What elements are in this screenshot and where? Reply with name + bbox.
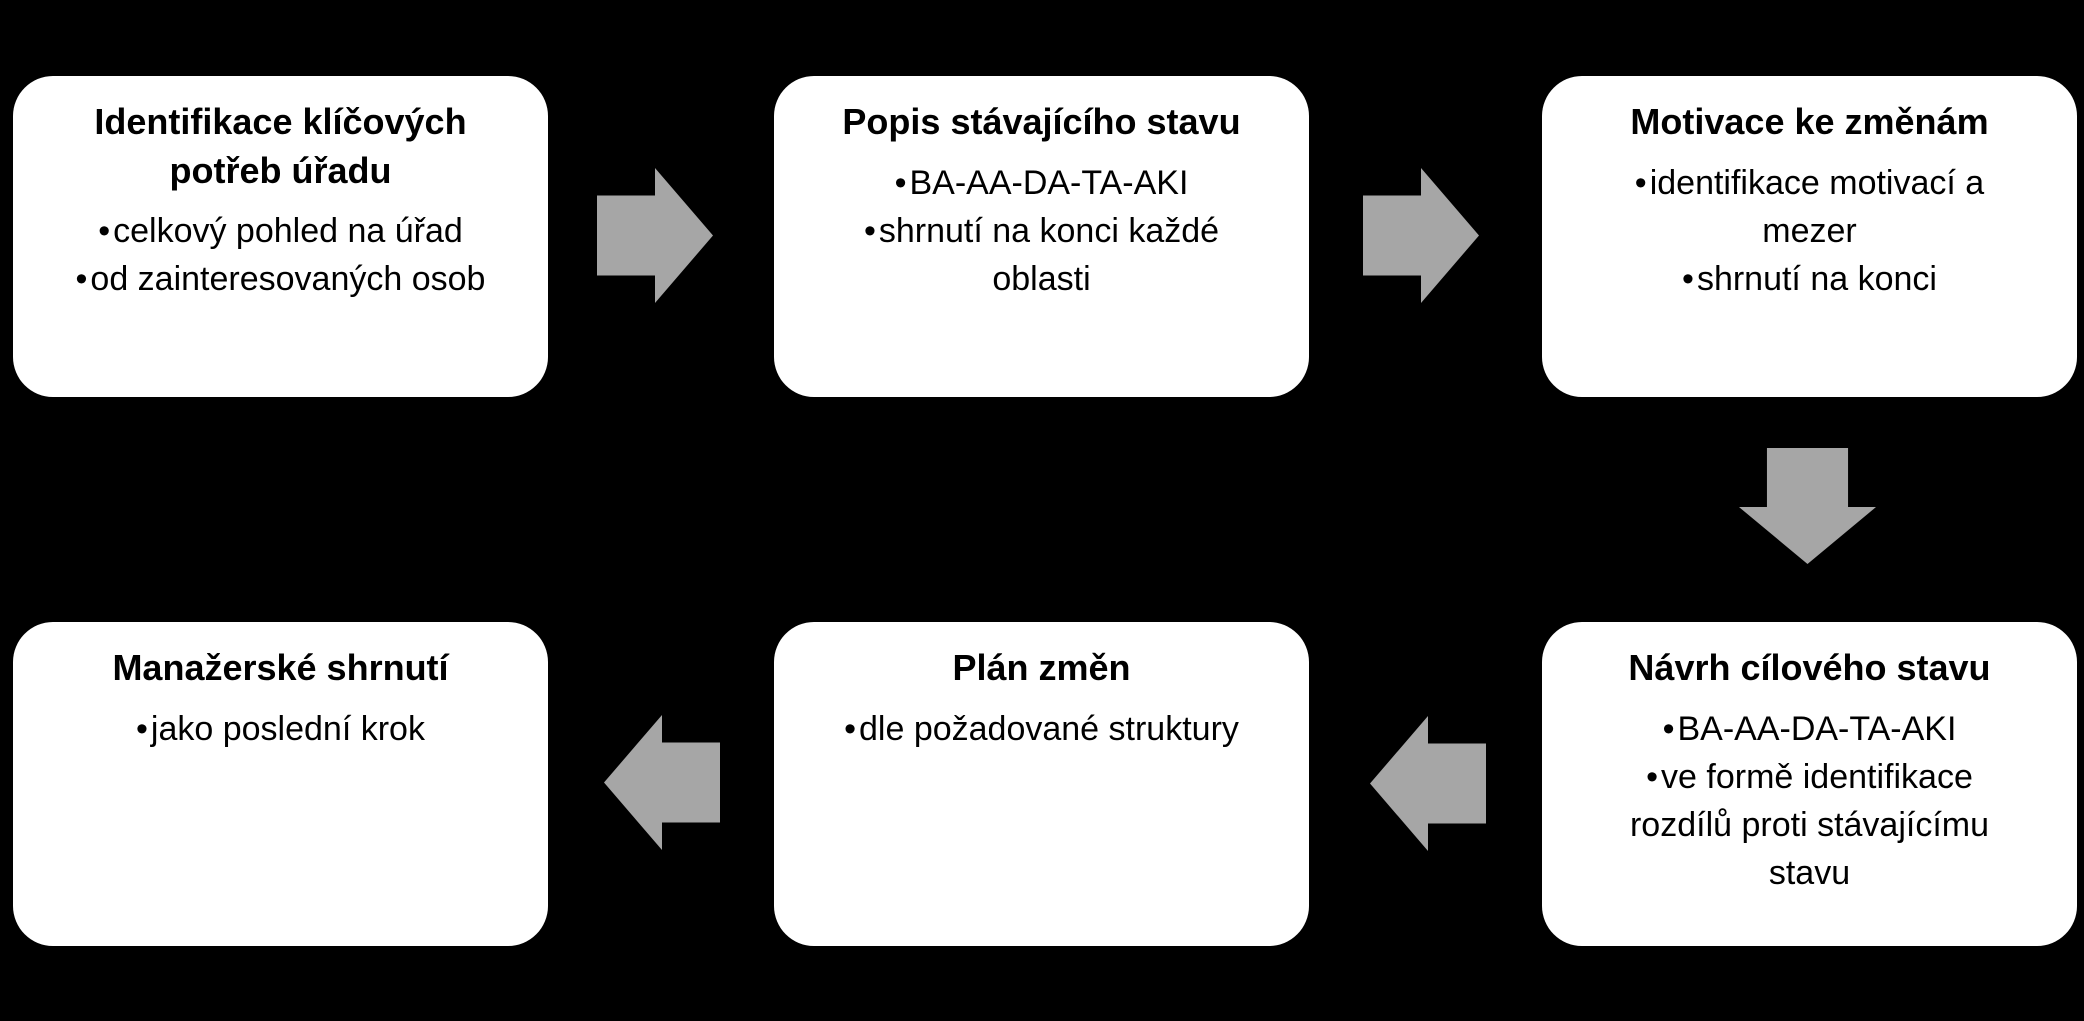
bullet-text: ve formě identifikace rozdílů proti stáv… bbox=[1629, 757, 1990, 893]
bullet-list: •dle požadované struktury bbox=[802, 705, 1281, 753]
left-arrow-step4-to-step5-icon bbox=[1370, 716, 1486, 851]
bullet-marker: • bbox=[1662, 709, 1675, 748]
bullet-text: identifikace motivací a mezer bbox=[1649, 163, 1985, 250]
bullet-item: •shrnutí na konci každé oblasti bbox=[802, 207, 1281, 304]
step-title: Popis stávajícího stavu bbox=[842, 101, 1241, 142]
bullet-marker: • bbox=[75, 260, 88, 299]
bullet-list: •identifikace motivací a mezer •shrnutí … bbox=[1570, 159, 2049, 304]
bullet-marker: • bbox=[1646, 757, 1659, 796]
bullet-list: •BA-AA-DA-TA-AKI •ve formě identifikace … bbox=[1570, 705, 2049, 898]
bullet-item: •BA-AA-DA-TA-AKI bbox=[1570, 705, 2049, 753]
bullet-marker: • bbox=[1634, 163, 1647, 202]
step-box-popis-stavajiciho-stavu: Popis stávajícího stavu •BA-AA-DA-TA-AKI… bbox=[774, 76, 1309, 397]
step-title: Manažerské shrnutí bbox=[112, 647, 449, 688]
bullet-marker: • bbox=[844, 709, 856, 748]
bullet-marker: • bbox=[98, 212, 111, 251]
bullet-list: •celkový pohled na úřad •od zainteresova… bbox=[41, 207, 520, 304]
left-arrow-step5-to-step6-icon bbox=[604, 715, 720, 850]
step-box-manazerske-shrnuti: Manažerské shrnutí •jako poslední krok bbox=[13, 622, 548, 946]
bullet-marker: • bbox=[1682, 260, 1694, 299]
step-box-navrh-ciloveho-stavu: Návrh cílového stavu •BA-AA-DA-TA-AKI •v… bbox=[1542, 622, 2077, 946]
bullet-text: jako poslední krok bbox=[150, 709, 425, 748]
step-box-motivace-ke-zmenam: Motivace ke změnám •identifikace motivac… bbox=[1542, 76, 2077, 397]
step-box-identifikace-klicovych-potreb: Identifikace klíčových potřeb úřadu •cel… bbox=[13, 76, 548, 397]
bullet-text: celkový pohled na úřad bbox=[113, 212, 463, 251]
bullet-text: od zainteresovaných osob bbox=[90, 260, 486, 299]
bullet-item: •dle požadované struktury bbox=[802, 705, 1281, 753]
bullet-item: •BA-AA-DA-TA-AKI bbox=[802, 159, 1281, 207]
right-arrow-step2-to-step3-icon bbox=[1363, 168, 1479, 303]
right-arrow-step1-to-step2-icon bbox=[597, 168, 713, 303]
step-title: Plán změn bbox=[952, 647, 1131, 688]
bullet-item: •ve formě identifikace rozdílů proti stá… bbox=[1570, 753, 2049, 898]
bullet-item: •celkový pohled na úřad bbox=[41, 207, 520, 255]
step-box-plan-zmen: Plán změn •dle požadované struktury bbox=[774, 622, 1309, 946]
bullet-marker: • bbox=[136, 709, 148, 748]
bullet-item: •jako poslední krok bbox=[41, 705, 520, 753]
bullet-text: shrnutí na konci každé oblasti bbox=[878, 211, 1220, 299]
bullet-marker: • bbox=[894, 163, 907, 202]
bullet-text: shrnutí na konci bbox=[1696, 260, 1937, 299]
down-arrow-step3-to-step4-icon bbox=[1739, 448, 1876, 564]
bullet-list: •BA-AA-DA-TA-AKI •shrnutí na konci každé… bbox=[802, 159, 1281, 304]
bullet-list: •jako poslední krok bbox=[41, 705, 520, 753]
bullet-text: BA-AA-DA-TA-AKI bbox=[1677, 709, 1957, 748]
bullet-item: •identifikace motivací a mezer bbox=[1570, 159, 2049, 256]
step-title: Návrh cílového stavu bbox=[1628, 647, 1991, 688]
bullet-item: •od zainteresovaných osob bbox=[41, 255, 520, 303]
step-title: Motivace ke změnám bbox=[1630, 101, 1989, 142]
bullet-text: dle požadované struktury bbox=[859, 709, 1239, 748]
bullet-text: BA-AA-DA-TA-AKI bbox=[909, 163, 1189, 202]
step-title: Identifikace klíčových potřeb úřadu bbox=[94, 101, 467, 191]
bullet-item: •shrnutí na konci bbox=[1570, 255, 2049, 303]
bullet-marker: • bbox=[863, 211, 876, 250]
